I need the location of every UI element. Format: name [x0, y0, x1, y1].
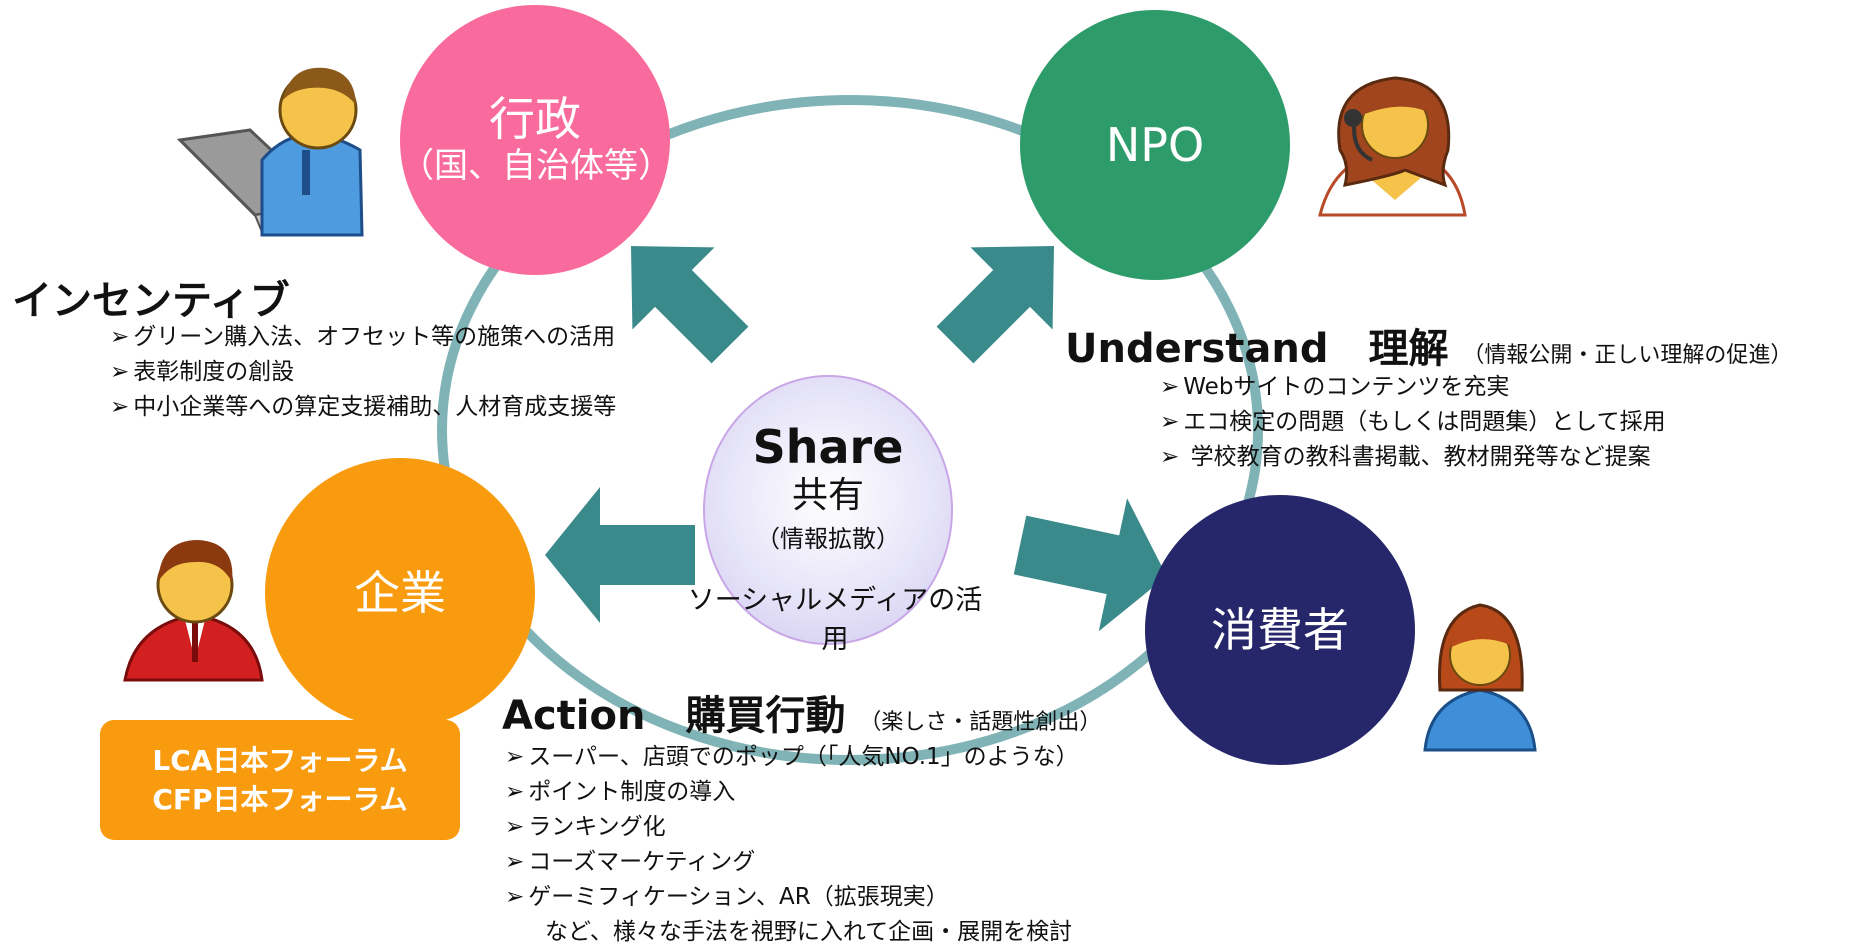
understand-item: Webサイトのコンテンツを充実	[1160, 370, 1666, 405]
arrow-to-npo	[936, 246, 1054, 364]
headset-woman-icon	[1318, 76, 1467, 217]
action-item: ポイント制度の導入	[505, 775, 1079, 810]
action-subtitle: （楽しさ・話題性創出）	[859, 710, 1102, 735]
center-title: Share	[752, 420, 904, 474]
forum-box: LCA日本フォーラム CFP日本フォーラム	[100, 720, 460, 840]
forum-line-2: CFP日本フォーラム	[152, 783, 408, 816]
node-npo: NPO	[1020, 10, 1290, 280]
forum-line-1: LCA日本フォーラム	[152, 743, 408, 777]
understand-title: Understand 理解	[1065, 326, 1449, 372]
action-heading: Action 購買行動 （楽しさ・話題性創出）	[502, 683, 1101, 741]
laptop-man-icon	[176, 67, 364, 237]
action-title: Action 購買行動	[502, 693, 846, 739]
woman-user-icon	[1423, 603, 1537, 752]
businessman-icon	[123, 540, 264, 682]
action-tail: など、様々な手法を視野に入れて企画・展開を検討	[545, 919, 1073, 945]
center-subtitle: 共有	[791, 474, 864, 516]
action-item: コーズマーケティング	[505, 845, 1079, 880]
arrow-to-gyosei	[631, 246, 749, 364]
action-item: スーパー、店頭でのポップ（「人気NO.1」のような）	[505, 740, 1078, 775]
incentive-heading: インセンティブ	[12, 278, 290, 324]
incentive-list: グリーン購入法、オフセット等の施策への活用 表彰制度の創設 中小企業等への算定支…	[110, 320, 616, 425]
understand-item: エコ検定の問題（もしくは問題集）として採用	[1160, 405, 1665, 440]
node-npo-title: NPO	[1105, 117, 1205, 172]
node-gyosei: 行政 （国、自治体等）	[400, 5, 672, 275]
understand-subtitle: （情報公開・正しい理解の促進）	[1462, 343, 1793, 368]
center-share: Share 共有 （情報拡散）	[703, 375, 953, 645]
incentive-item: 中小企業等への算定支援補助、人材育成支援等	[110, 390, 616, 425]
center-caption: ソーシャルメディアの活用	[687, 585, 983, 655]
understand-item: 学校教育の教科書掲載、教材開発等など提案	[1160, 440, 1666, 475]
action-list: スーパー、店頭でのポップ（「人気NO.1」のような） ポイント制度の導入 ランキ…	[505, 740, 1079, 950]
incentive-item: グリーン購入法、オフセット等の施策への活用	[110, 320, 616, 355]
arrow-to-shohisha	[1013, 498, 1167, 632]
node-gyosei-title: 行政	[489, 92, 581, 147]
node-shohisha-title: 消費者	[1211, 602, 1349, 657]
incentive-item: 表彰制度の創設	[110, 355, 616, 390]
center-note: （情報拡散）	[756, 525, 900, 554]
action-item: ゲーミフィケーション、AR（拡張現実）	[505, 880, 1079, 915]
arrow-to-kigyo	[545, 487, 695, 623]
node-gyosei-subtitle: （国、自治体等）	[400, 146, 672, 187]
node-kigyo-title: 企業	[354, 565, 446, 620]
node-kigyo: 企業	[265, 458, 535, 728]
action-item: ランキング化	[505, 810, 1079, 845]
node-shohisha: 消費者	[1145, 495, 1415, 765]
understand-list: Webサイトのコンテンツを充実 エコ検定の問題（もしくは問題集）として採用 学校…	[1160, 370, 1666, 475]
understand-heading: Understand 理解 （情報公開・正しい理解の促進）	[1065, 316, 1792, 374]
